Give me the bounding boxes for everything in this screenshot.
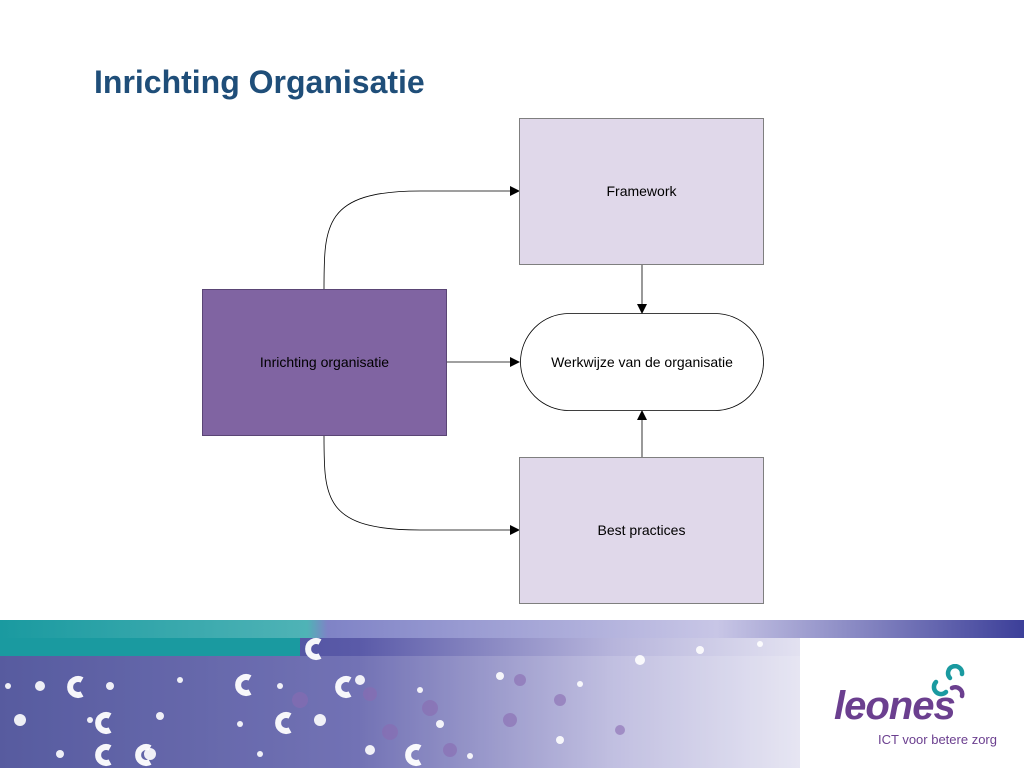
leones-logo-mark-icon xyxy=(931,664,965,699)
connector-inrichting-to-best-practices xyxy=(323,435,520,535)
node-best-practices: Best practices xyxy=(519,457,764,604)
node-werkwijze-label: Werkwijze van de organisatie xyxy=(551,354,733,370)
node-best-practices-label: Best practices xyxy=(598,522,686,538)
footer-pattern xyxy=(0,620,1024,768)
leones-tagline: ICT voor betere zorg xyxy=(878,732,997,747)
flow-diagram: Framework Inrichting organisatie Werkwij… xyxy=(202,118,764,604)
node-inrichting-organisatie-label: Inrichting organisatie xyxy=(260,354,389,370)
node-framework-label: Framework xyxy=(606,183,677,199)
slide-title: Inrichting Organisatie xyxy=(94,64,425,100)
footer-decoration xyxy=(0,620,1024,768)
leones-logo: leones ICT voor betere zorg xyxy=(832,660,1012,750)
node-werkwijze: Werkwijze van de organisatie xyxy=(520,313,764,411)
node-framework: Framework xyxy=(519,118,764,265)
connector-inrichting-to-framework xyxy=(323,186,520,290)
leones-wordmark: leones xyxy=(834,684,956,728)
node-inrichting-organisatie: Inrichting organisatie xyxy=(202,289,447,436)
